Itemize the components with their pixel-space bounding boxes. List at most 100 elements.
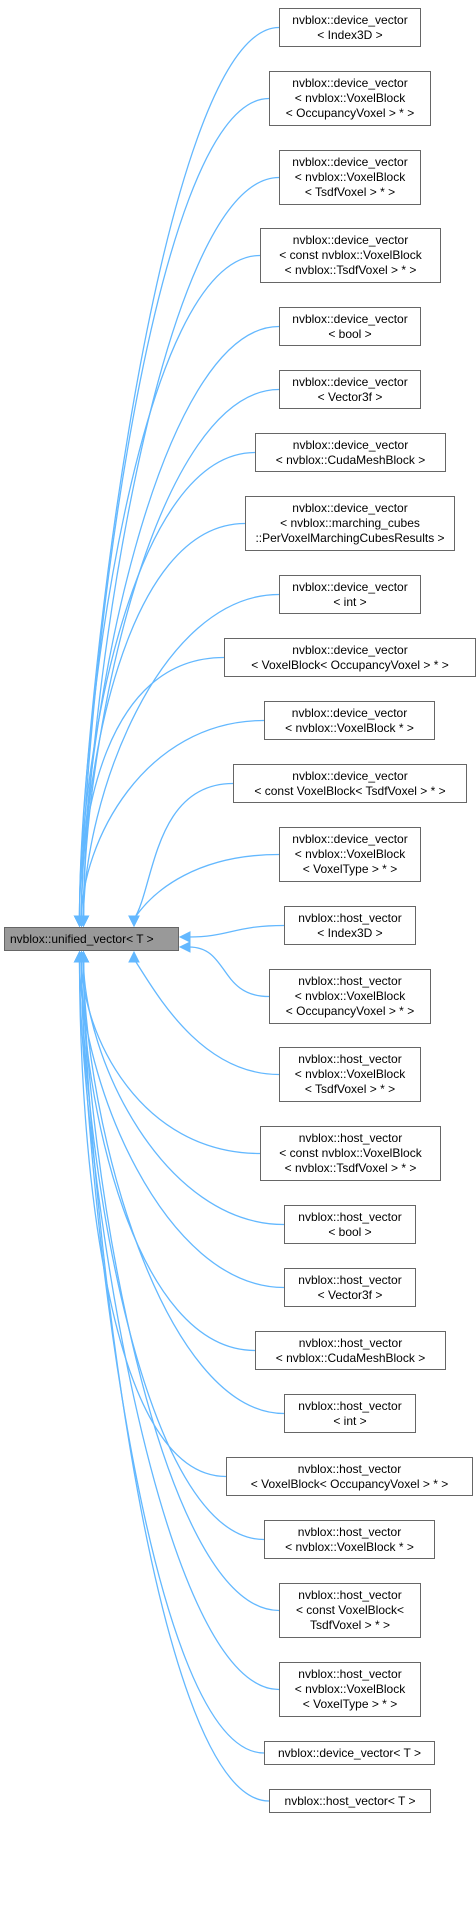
class-node-c19[interactable]: nvblox::host_vector< Vector3f > [284,1268,416,1307]
class-node-c03[interactable]: nvblox::device_vector< nvblox::VoxelBloc… [279,150,421,205]
class-node-c20[interactable]: nvblox::host_vector< nvblox::CudaMeshBlo… [255,1331,446,1370]
root-class-node: nvblox::unified_vector< T > [4,927,179,951]
class-name-line: nvblox::unified_vector< T > [10,931,154,946]
class-name-line: < VoxelType > * > [302,862,398,876]
class-node-c17[interactable]: nvblox::host_vector< const nvblox::Voxel… [260,1126,441,1181]
inheritance-edge [188,946,270,998]
class-name-line: < nvblox::TsdfVoxel > * > [284,263,417,277]
class-node-c05[interactable]: nvblox::device_vector< bool > [279,307,421,346]
class-name-line: < nvblox::VoxelBlock [294,989,406,1003]
inheritance-edge [133,853,280,920]
class-name-line: < nvblox::VoxelBlock [294,91,406,105]
inheritance-edge [78,656,225,920]
class-name-line: < nvblox::marching_cubes [280,516,420,530]
arrowhead [128,915,140,928]
class-name-line: nvblox::host_vector [297,1461,402,1476]
class-name-line: < nvblox::VoxelBlock [294,170,406,184]
class-name-line: nvblox::host_vector [298,910,402,925]
inheritance-edge [78,254,261,920]
class-name-line: nvblox::host_vector [297,1524,402,1539]
inheritance-edge [82,958,280,1612]
class-name-line: < OccupancyVoxel > * > [285,106,415,120]
class-name-line: < const VoxelBlock< TsdfVoxel > * > [254,783,446,798]
class-name-line: TsdfVoxel > * > [309,1618,391,1632]
class-name-line: < Vector3f > [317,1287,383,1302]
class-node-c01[interactable]: nvblox::device_vector< Index3D > [279,8,421,47]
class-node-c16[interactable]: nvblox::host_vector< nvblox::VoxelBlock<… [279,1047,421,1102]
inheritance-edge [82,958,285,1415]
arrowhead [77,950,90,963]
inheritance-edge [133,782,234,920]
class-node-c04[interactable]: nvblox::device_vector< const nvblox::Vox… [260,228,441,283]
class-node-c09[interactable]: nvblox::device_vector< int > [279,575,421,614]
class-node-c08[interactable]: nvblox::device_vector< nvblox::marching_… [245,496,455,551]
class-name-line: nvblox::host_vector [298,1398,402,1413]
arrowhead [75,915,88,928]
inheritance-edge [80,958,261,1155]
class-node-c27[interactable]: nvblox::host_vector< T > [269,1789,431,1813]
class-name-line: < nvblox::VoxelBlock [294,1067,406,1081]
arrowhead [178,941,191,953]
arrowhead [178,931,191,943]
inheritance-edge [133,958,280,1076]
class-name-line: < TsdfVoxel > * > [304,1082,396,1096]
class-name-line: nvblox::host_vector [298,1588,402,1602]
class-name-line: nvblox::device_vector [292,76,408,90]
class-name-line: < const nvblox::VoxelBlock [279,248,422,262]
class-name-line: nvblox::device_vector [292,12,408,27]
class-name-line: < VoxelType > * > [302,1697,398,1711]
class-name-line: < int > [333,1413,367,1428]
class-node-c23[interactable]: nvblox::host_vector< nvblox::VoxelBlock … [264,1520,435,1559]
inheritance-edge [78,958,280,1691]
class-name-line: nvblox::device_vector [292,768,408,783]
class-node-c14[interactable]: nvblox::host_vector< Index3D > [284,906,416,945]
class-node-c25[interactable]: nvblox::host_vector< nvblox::VoxelBlock<… [279,1662,421,1717]
class-name-line: nvblox::device_vector [292,374,408,389]
class-node-c18[interactable]: nvblox::host_vector< bool > [284,1205,416,1244]
class-name-line: nvblox::device_vector [292,642,408,657]
class-name-line: < Index3D > [317,925,383,940]
inheritance-edge [78,958,285,1289]
class-node-c02[interactable]: nvblox::device_vector< nvblox::VoxelBloc… [269,71,431,126]
class-node-c12[interactable]: nvblox::device_vector< const VoxelBlock<… [233,764,467,803]
class-name-line: nvblox::host_vector [298,1131,403,1145]
class-node-c24[interactable]: nvblox::host_vector< const VoxelBlock<Ts… [279,1583,421,1638]
class-name-line: < int > [333,594,367,609]
arrowhead [128,950,140,963]
class-name-line: < Vector3f > [317,389,383,404]
class-name-line: ::PerVoxelMarchingCubesResults > [255,531,445,545]
inheritance-edge [80,958,265,1541]
class-node-c06[interactable]: nvblox::device_vector< Vector3f > [279,370,421,409]
class-name-line: < VoxelBlock< OccupancyVoxel > * > [250,1476,449,1491]
class-name-line: nvblox::device_vector< T > [278,1745,421,1760]
class-node-c26[interactable]: nvblox::device_vector< T > [264,1741,435,1765]
class-node-c21[interactable]: nvblox::host_vector< int > [284,1394,416,1433]
class-name-line: < TsdfVoxel > * > [304,185,396,199]
class-node-c13[interactable]: nvblox::device_vector< nvblox::VoxelBloc… [279,827,421,882]
class-name-line: nvblox::host_vector< T > [284,1793,416,1808]
class-name-line: < nvblox::VoxelBlock * > [285,720,414,735]
class-node-c10[interactable]: nvblox::device_vector< VoxelBlock< Occup… [224,638,476,677]
inheritance-edge [80,958,265,1754]
class-node-c22[interactable]: nvblox::host_vector< VoxelBlock< Occupan… [226,1457,473,1496]
class-name-line: nvblox::host_vector [298,1052,402,1066]
inheritance-edge [80,522,246,920]
class-name-line: nvblox::device_vector [292,832,408,846]
inheritance-edge [80,325,280,920]
class-node-c07[interactable]: nvblox::device_vector< nvblox::CudaMeshB… [255,433,446,472]
class-name-line: nvblox::device_vector [292,579,408,594]
class-name-line: < nvblox::VoxelBlock [294,847,406,861]
class-name-line: < nvblox::CudaMeshBlock > [275,1350,426,1365]
class-name-line: < const VoxelBlock< [295,1603,405,1617]
inheritance-edge [80,719,265,920]
class-node-c11[interactable]: nvblox::device_vector< nvblox::VoxelBloc… [264,701,435,740]
class-name-line: < nvblox::VoxelBlock * > [285,1539,414,1554]
inheritance-edge [82,958,285,1226]
class-name-line: nvblox::host_vector [298,974,402,988]
class-name-line: nvblox::device_vector [292,501,408,515]
class-name-line: < VoxelBlock< OccupancyVoxel > * > [251,657,449,672]
class-name-line: < OccupancyVoxel > * > [285,1004,415,1018]
class-node-c15[interactable]: nvblox::host_vector< nvblox::VoxelBlock<… [269,969,431,1024]
